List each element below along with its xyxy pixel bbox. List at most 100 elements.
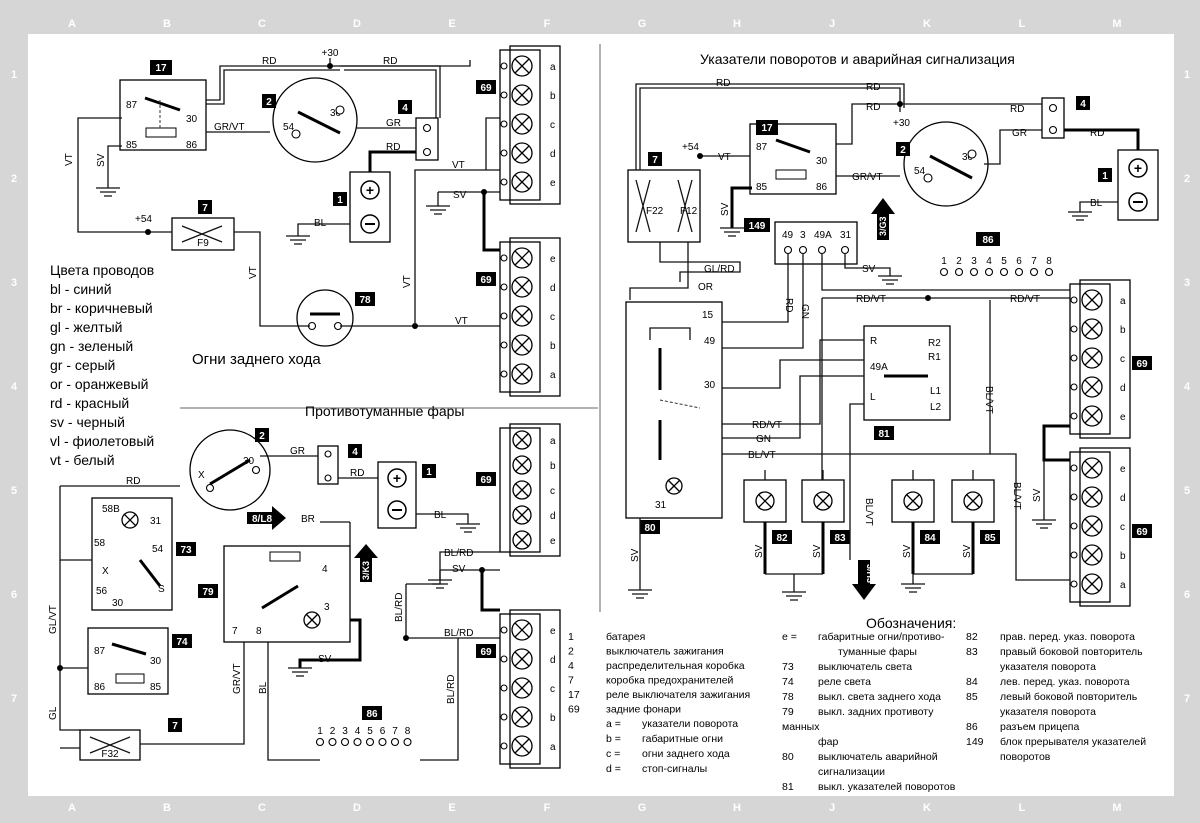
component-69-label: 69 — [480, 647, 492, 658]
legend-entry: поворотов — [1000, 751, 1051, 763]
grid-letter-bottom: G — [638, 802, 647, 814]
connector-pin — [390, 737, 400, 747]
svg-text:49A: 49A — [870, 362, 888, 373]
svg-text:4: 4 — [1080, 99, 1086, 110]
svg-text:+30: +30 — [893, 118, 910, 129]
svg-text:31: 31 — [840, 230, 852, 241]
reverse-light-switch-78 — [296, 289, 354, 347]
svg-text:81: 81 — [878, 429, 890, 440]
svg-text:R1: R1 — [928, 352, 941, 363]
turn-signal-switch-81 — [863, 325, 951, 421]
svg-text:80: 80 — [644, 523, 656, 534]
bulb-letter: e — [550, 178, 556, 189]
svg-text:54: 54 — [152, 544, 164, 555]
svg-text:30: 30 — [816, 156, 828, 167]
svg-text:+54: +54 — [135, 214, 152, 225]
wire-color-item: vt - белый — [50, 452, 115, 468]
grid-letter-bottom: K — [923, 802, 931, 814]
connector-pin — [1029, 267, 1039, 277]
grid-row-left: 5 — [11, 485, 17, 497]
legend-entry: указателя поворота — [1000, 706, 1096, 718]
svg-text:58: 58 — [94, 538, 106, 549]
wire-color-item: gn - зеленый — [50, 338, 133, 354]
bulb-letter: a — [550, 436, 556, 447]
bulb-letter: e — [550, 254, 556, 265]
bulb-letter: c — [550, 120, 555, 131]
title-turn-signals: Указатели поворотов и аварийная сигнализ… — [700, 51, 1015, 67]
svg-text:+54: +54 — [682, 142, 699, 153]
svg-text:SV: SV — [453, 190, 467, 201]
legend-entry: выключатель зажигания — [606, 646, 724, 658]
legend-number: 4 — [568, 660, 574, 672]
svg-text:F22: F22 — [646, 206, 664, 217]
svg-text:30: 30 — [704, 380, 716, 391]
bulb-letter: e — [1120, 464, 1126, 475]
legend-number: 69 — [568, 704, 580, 716]
svg-text:86: 86 — [94, 682, 106, 693]
legend-key: 82 — [966, 631, 978, 643]
svg-text:GR/VT: GR/VT — [214, 122, 245, 133]
svg-text:BL: BL — [258, 681, 269, 694]
svg-text:8: 8 — [256, 626, 262, 637]
grid-row-right: 2 — [1184, 173, 1190, 185]
svg-text:7: 7 — [202, 203, 208, 214]
legend-entry: выключатель света — [818, 661, 912, 673]
bulb-letter: c — [550, 684, 555, 695]
bulb-letter: e — [1120, 412, 1126, 423]
title-fog-lights: Противотуманные фары — [305, 403, 465, 419]
svg-text:7: 7 — [172, 721, 178, 732]
svg-text:1: 1 — [337, 195, 343, 206]
legend-entry: лев. перед. указ. поворота — [1000, 676, 1130, 688]
terminal-86: 86 — [186, 140, 198, 151]
svg-text:73: 73 — [180, 545, 192, 556]
grid-letter-top: F — [544, 18, 551, 30]
grid-letter-bottom: B — [163, 802, 171, 814]
wire-color-item: or - оранжевый — [50, 376, 148, 392]
svg-text:VT: VT — [248, 266, 259, 279]
svg-text:BL/VT: BL/VT — [748, 450, 776, 461]
grid-letter-top: C — [258, 18, 266, 30]
connector-pin — [328, 737, 337, 747]
svg-text:79: 79 — [202, 587, 214, 598]
svg-text:74: 74 — [176, 637, 188, 648]
grid-letter-bottom: H — [733, 802, 741, 814]
legend-entry: батарея — [606, 631, 645, 643]
legend-key: 85 — [966, 691, 978, 703]
legend-entry: туманные фары — [838, 646, 917, 658]
svg-text:RD/VT: RD/VT — [752, 420, 782, 431]
connector-pin-label: 1 — [317, 726, 323, 737]
bulb-letter: e — [550, 626, 556, 637]
legend-key: d = — [606, 763, 621, 775]
svg-text:BL/RD: BL/RD — [446, 675, 457, 704]
grid-row-left: 2 — [11, 173, 17, 185]
legend-entry: блок прерывателя указателей — [1000, 736, 1146, 748]
svg-text:VT: VT — [455, 316, 468, 327]
legend-entry: правый боковой повторитель — [1000, 646, 1143, 658]
svg-text:RD: RD — [783, 298, 794, 312]
grid-letter-bottom: F — [544, 802, 551, 814]
svg-text:30: 30 — [150, 656, 162, 667]
connector-pin — [969, 267, 979, 277]
svg-text:3/G3: 3/G3 — [878, 216, 888, 236]
connector-pin — [403, 737, 412, 747]
connector-pin-label: 6 — [1016, 256, 1022, 267]
svg-text:87: 87 — [94, 646, 106, 657]
svg-text:86: 86 — [366, 709, 378, 720]
connector-pin — [315, 737, 325, 747]
legend-key: 73 — [782, 661, 794, 673]
legend-entry: габаритные огни/противо- — [818, 631, 945, 643]
svg-text:S: S — [158, 584, 165, 595]
svg-text:30: 30 — [330, 108, 342, 119]
fog-light-switch-79 — [223, 545, 351, 643]
connector-pin-label: 8 — [405, 726, 411, 737]
legend-entry: стоп-сигналы — [642, 763, 707, 775]
svg-text:F32: F32 — [101, 749, 119, 760]
bulb-letter: b — [550, 461, 556, 472]
legend-entry: реле выключателя зажигания — [606, 689, 750, 701]
svg-text:+: + — [1134, 160, 1142, 176]
bulb-letter: d — [550, 149, 556, 160]
